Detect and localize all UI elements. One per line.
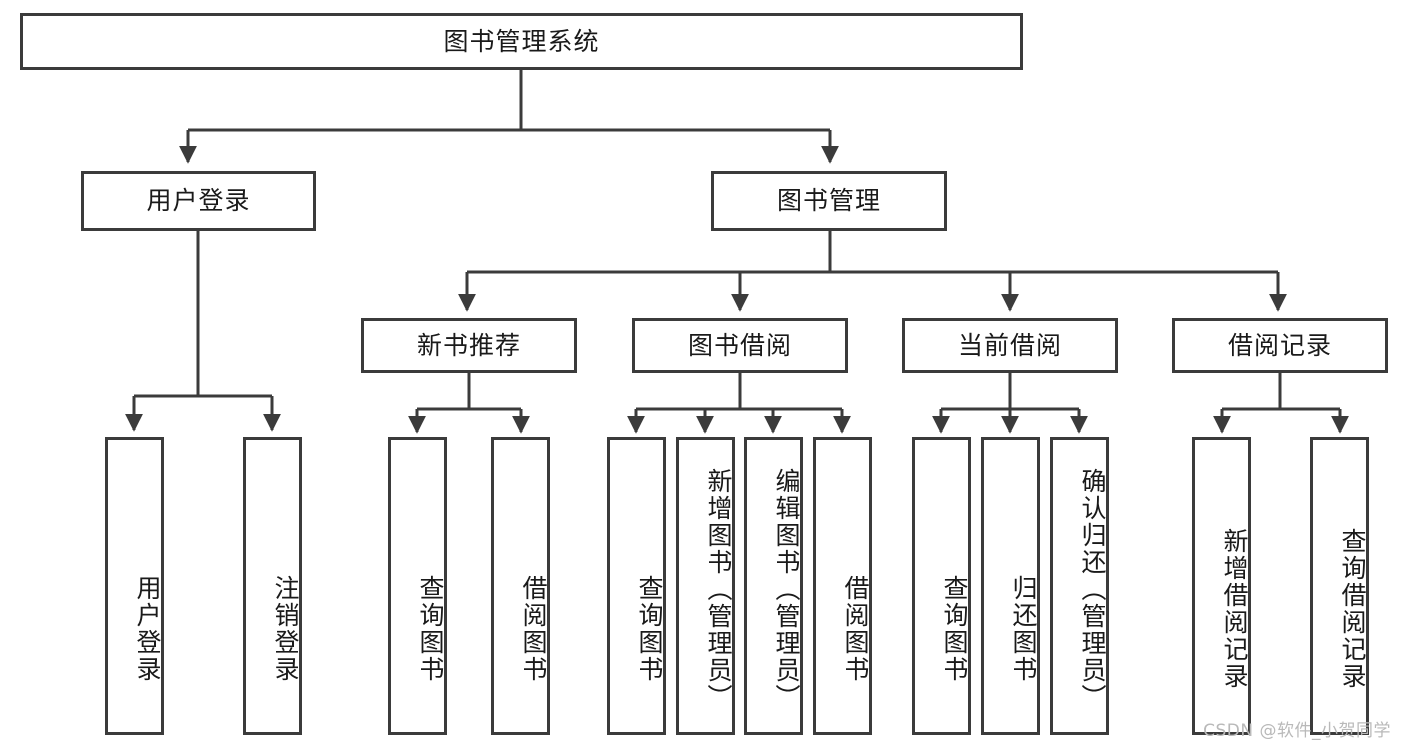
node-leaf-confirm-return-label: 确认归还（管理员） — [1078, 467, 1107, 711]
node-user-login[interactable]: 用户登录 — [81, 171, 316, 231]
node-leaf-add-record[interactable]: 新增借阅记录 — [1192, 437, 1251, 735]
node-leaf-query-book-2-label: 查询图书 — [635, 574, 664, 683]
node-book-manage[interactable]: 图书管理 — [711, 171, 947, 231]
node-current-borrow-label: 当前借阅 — [957, 330, 1062, 360]
node-new-book-recommend-label: 新书推荐 — [416, 330, 521, 360]
node-leaf-borrow-book-2[interactable]: 借阅图书 — [813, 437, 872, 735]
node-leaf-borrow-book-1-label: 借阅图书 — [519, 574, 548, 683]
node-leaf-query-book-2[interactable]: 查询图书 — [607, 437, 666, 735]
node-current-borrow[interactable]: 当前借阅 — [902, 318, 1118, 373]
node-leaf-user-logout[interactable]: 注销登录 — [243, 437, 302, 735]
node-leaf-user-login[interactable]: 用户登录 — [105, 437, 164, 735]
node-leaf-user-logout-label: 注销登录 — [271, 574, 300, 683]
node-borrow-record[interactable]: 借阅记录 — [1172, 318, 1388, 373]
node-root-label: 图书管理系统 — [443, 26, 600, 56]
node-leaf-add-book-label: 新增图书（管理员） — [704, 467, 733, 711]
node-leaf-edit-book[interactable]: 编辑图书（管理员） — [744, 437, 803, 735]
node-leaf-query-book-3[interactable]: 查询图书 — [912, 437, 971, 735]
node-leaf-add-record-label: 新增借阅记录 — [1220, 527, 1249, 690]
node-leaf-query-book-3-label: 查询图书 — [940, 574, 969, 683]
watermark: CSDN @软件_小贺同学 — [1203, 721, 1391, 741]
node-book-manage-label: 图书管理 — [776, 186, 881, 216]
node-book-borrow-label: 图书借阅 — [687, 330, 792, 360]
node-new-book-recommend[interactable]: 新书推荐 — [361, 318, 577, 373]
node-leaf-query-book-1-label: 查询图书 — [416, 574, 445, 683]
node-book-borrow[interactable]: 图书借阅 — [632, 318, 848, 373]
node-leaf-borrow-book-2-label: 借阅图书 — [841, 574, 870, 683]
node-root[interactable]: 图书管理系统 — [20, 13, 1023, 70]
node-leaf-confirm-return[interactable]: 确认归还（管理员） — [1050, 437, 1109, 735]
node-leaf-return-book-label: 归还图书 — [1009, 574, 1038, 683]
node-borrow-record-label: 借阅记录 — [1227, 330, 1332, 360]
node-leaf-query-record-label: 查询借阅记录 — [1338, 527, 1367, 690]
node-leaf-query-book-1[interactable]: 查询图书 — [388, 437, 447, 735]
node-leaf-add-book[interactable]: 新增图书（管理员） — [676, 437, 735, 735]
node-leaf-user-login-label: 用户登录 — [133, 574, 162, 683]
node-leaf-query-record[interactable]: 查询借阅记录 — [1310, 437, 1369, 735]
node-leaf-edit-book-label: 编辑图书（管理员） — [772, 467, 801, 711]
node-leaf-return-book[interactable]: 归还图书 — [981, 437, 1040, 735]
node-user-login-label: 用户登录 — [146, 186, 251, 216]
node-leaf-borrow-book-1[interactable]: 借阅图书 — [491, 437, 550, 735]
